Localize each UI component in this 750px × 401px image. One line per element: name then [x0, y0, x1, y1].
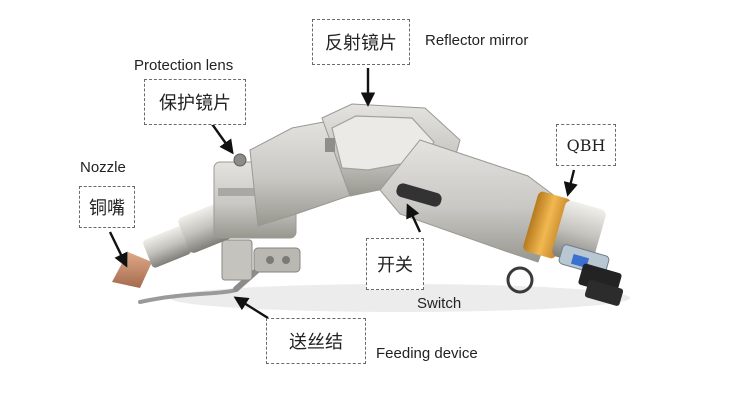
feeding-bracket: [221, 239, 253, 281]
protection-en-label: Protection lens: [134, 57, 234, 74]
feeding-cn-label: 送丝结: [266, 318, 366, 364]
nozzle-sleeve: [143, 226, 191, 268]
reflector-en-label: Reflector mirror: [425, 32, 529, 49]
hanging-ring: [506, 266, 534, 294]
qbh-label: QBH: [556, 124, 616, 166]
nozzle-en-label: Nozzle: [80, 159, 126, 176]
arrow-nozzle: [108, 231, 128, 268]
switch-button: [396, 183, 442, 207]
feeding-wire: [138, 288, 238, 304]
feeding-screw: [282, 256, 290, 264]
feeding-screw: [266, 256, 274, 264]
housing-tag: [325, 138, 335, 152]
reflector-cn-label: 反射镜片: [312, 19, 410, 65]
arrow-feeding: [233, 296, 269, 320]
switch-cn-label: 开关: [366, 238, 424, 290]
feeding-en-label: Feeding device: [376, 345, 478, 362]
main-tube: [379, 139, 561, 263]
arrow-switch: [406, 203, 422, 233]
nozzle-cn-label: 铜嘴: [79, 186, 135, 228]
cable-end: [584, 280, 624, 306]
copper-nozzle: [112, 252, 152, 288]
feeding-clamp: [253, 247, 301, 273]
protection-cn-label: 保护镜片: [144, 79, 246, 125]
lens-screw: [233, 153, 247, 167]
arrow-qbh: [563, 169, 578, 197]
switch-en-label: Switch: [417, 295, 462, 312]
arrow-protection: [211, 123, 234, 155]
